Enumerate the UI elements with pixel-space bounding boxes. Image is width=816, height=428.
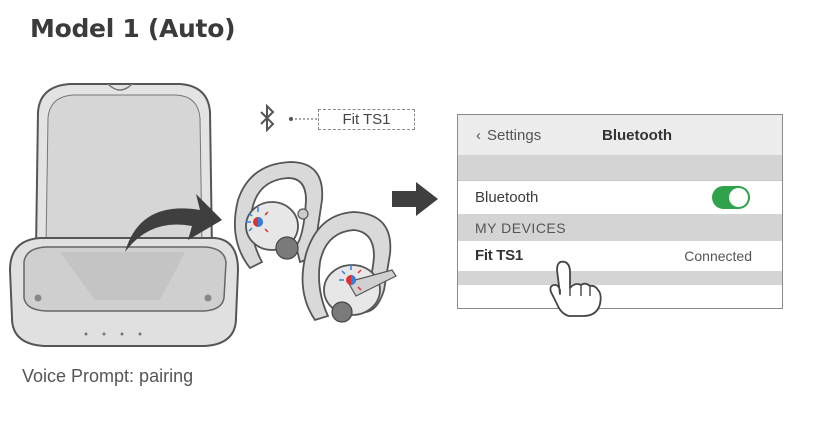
toggle-knob: [729, 188, 748, 207]
curved-arrow-icon: [125, 194, 222, 252]
right-arrow-icon: [392, 182, 438, 216]
section-spacer: [458, 155, 782, 180]
bluetooth-icon: [260, 103, 275, 133]
bluetooth-row: Bluetooth: [458, 180, 782, 214]
back-label: Settings: [487, 127, 542, 144]
bluetooth-device-label: Fit TS1: [318, 109, 415, 130]
screen-header: Bluetooth: [602, 127, 672, 144]
back-button[interactable]: ‹ Settings: [476, 127, 541, 144]
earbud-right: [301, 211, 397, 323]
bluetooth-row-label: Bluetooth: [475, 189, 539, 206]
my-devices-header: MY DEVICES: [458, 214, 782, 241]
empty-row: [458, 285, 782, 308]
section-label: MY DEVICES: [475, 220, 567, 236]
pointing-hand-icon: [549, 260, 602, 317]
dotted-connector: [289, 117, 318, 121]
bluetooth-toggle[interactable]: [712, 186, 750, 209]
device-row[interactable]: Fit TS1 Connected: [458, 241, 782, 271]
device-name: Fit TS1: [475, 247, 523, 264]
device-status: Connected: [684, 248, 752, 264]
bluetooth-settings-screen: ‹ Settings Bluetooth Bluetooth MY DEVICES…: [457, 114, 783, 309]
charging-case: [8, 83, 240, 347]
chevron-left-icon: ‹: [476, 127, 481, 144]
voice-prompt-caption: Voice Prompt: pairing: [22, 366, 194, 386]
page-title: Model 1 (Auto): [30, 14, 236, 43]
nav-bar: ‹ Settings Bluetooth: [458, 115, 782, 155]
section-spacer-bottom: [458, 271, 782, 285]
earbud-left: [233, 161, 324, 270]
